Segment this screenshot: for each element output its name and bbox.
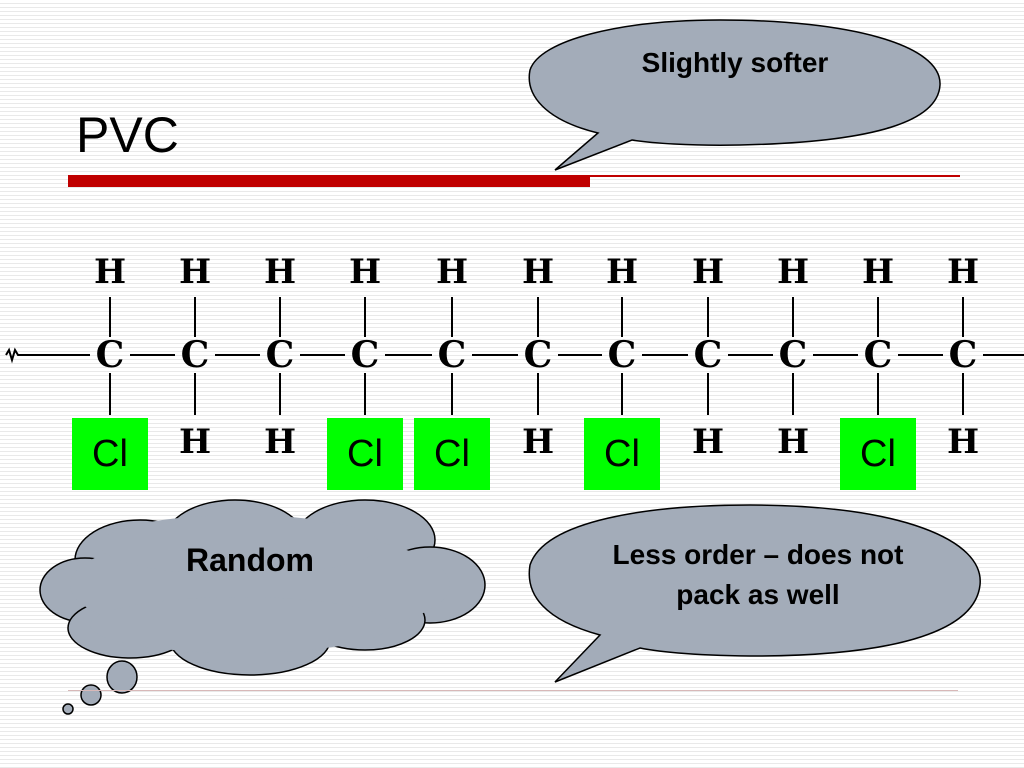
atom-h-top: H [93, 252, 127, 292]
thought-cloud-text: Random [186, 542, 314, 578]
atom-h-bottom: H [521, 422, 555, 462]
atom-chlorine: Cl [584, 418, 660, 490]
atom-h-bottom: H [691, 422, 725, 462]
atom-carbon: C [523, 334, 553, 376]
atom-carbon: C [778, 334, 808, 376]
wavy-chain-end [5, 347, 24, 364]
atom-h-top: H [861, 252, 895, 292]
atom-chlorine: Cl [72, 418, 148, 490]
atom-h-top: H [435, 252, 469, 292]
speech-bubble-bottom-text: Less order – does not pack as well [612, 539, 904, 610]
slide-title: PVC [76, 107, 179, 163]
atom-h-top: H [605, 252, 639, 292]
atom-carbon: C [693, 334, 723, 376]
atom-h-top: H [946, 252, 980, 292]
atom-h-bottom: H [263, 422, 297, 462]
atom-carbon: C [265, 334, 295, 376]
atom-carbon: C [95, 334, 125, 376]
atom-chlorine: Cl [840, 418, 916, 490]
atom-chlorine: Cl [327, 418, 403, 490]
atom-h-top: H [348, 252, 382, 292]
atom-h-top: H [691, 252, 725, 292]
speech-bubble-top-text: Slightly softer [641, 47, 829, 78]
atom-h-top: H [178, 252, 212, 292]
atom-carbon: C [607, 334, 637, 376]
atom-h-bottom: H [178, 422, 212, 462]
atom-h-bottom: H [946, 422, 980, 462]
atom-h-top: H [263, 252, 297, 292]
atom-h-top: H [521, 252, 555, 292]
atom-h-bottom: H [776, 422, 810, 462]
atom-carbon: C [863, 334, 893, 376]
atom-carbon: C [180, 334, 210, 376]
footer-rule [68, 690, 958, 691]
atom-chlorine: Cl [414, 418, 490, 490]
atom-carbon: C [350, 334, 380, 376]
atom-h-top: H [776, 252, 810, 292]
atom-carbon: C [948, 334, 978, 376]
title-underline-thin [590, 175, 960, 177]
title-underline-thick [68, 175, 590, 187]
atom-carbon: C [437, 334, 467, 376]
